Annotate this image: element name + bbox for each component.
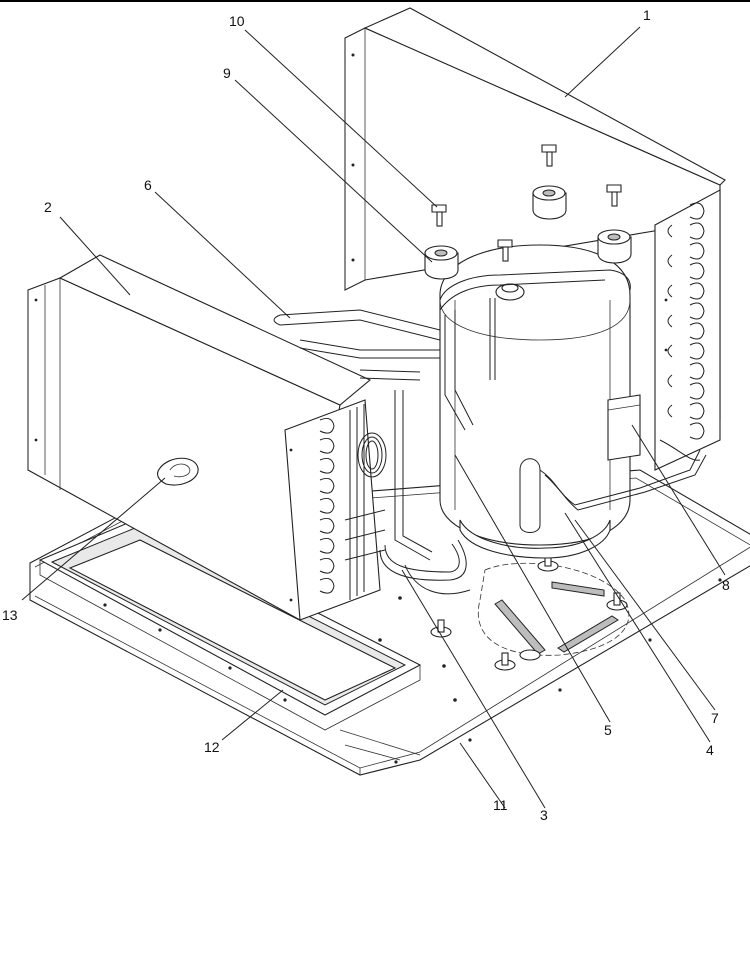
callout-9: 9 <box>223 65 231 81</box>
callout-6: 6 <box>144 177 152 193</box>
condenser-panel <box>344 7 726 471</box>
callout-11: 11 <box>493 797 508 813</box>
callout-12: 12 <box>204 739 220 755</box>
callout-7: 7 <box>711 710 719 726</box>
top-border <box>0 0 750 2</box>
callout-10: 10 <box>229 13 245 29</box>
callout-8: 8 <box>722 577 730 593</box>
grommets-and-screws <box>424 144 632 280</box>
callout-5: 5 <box>604 722 612 738</box>
drain-tray <box>38 519 422 731</box>
callout-13: 13 <box>2 607 18 623</box>
compressor <box>439 244 707 559</box>
evaporator-coil <box>27 254 387 621</box>
leader-lines <box>21 26 726 809</box>
callout-4: 4 <box>706 742 714 758</box>
callout-1: 1 <box>643 7 651 23</box>
tubing <box>273 309 471 595</box>
compressor-mounts <box>430 553 630 671</box>
callout-3: 3 <box>540 807 548 823</box>
callout-2: 2 <box>44 199 52 215</box>
callouts: 1 2 3 4 5 6 7 8 9 10 11 12 13 <box>2 7 730 823</box>
